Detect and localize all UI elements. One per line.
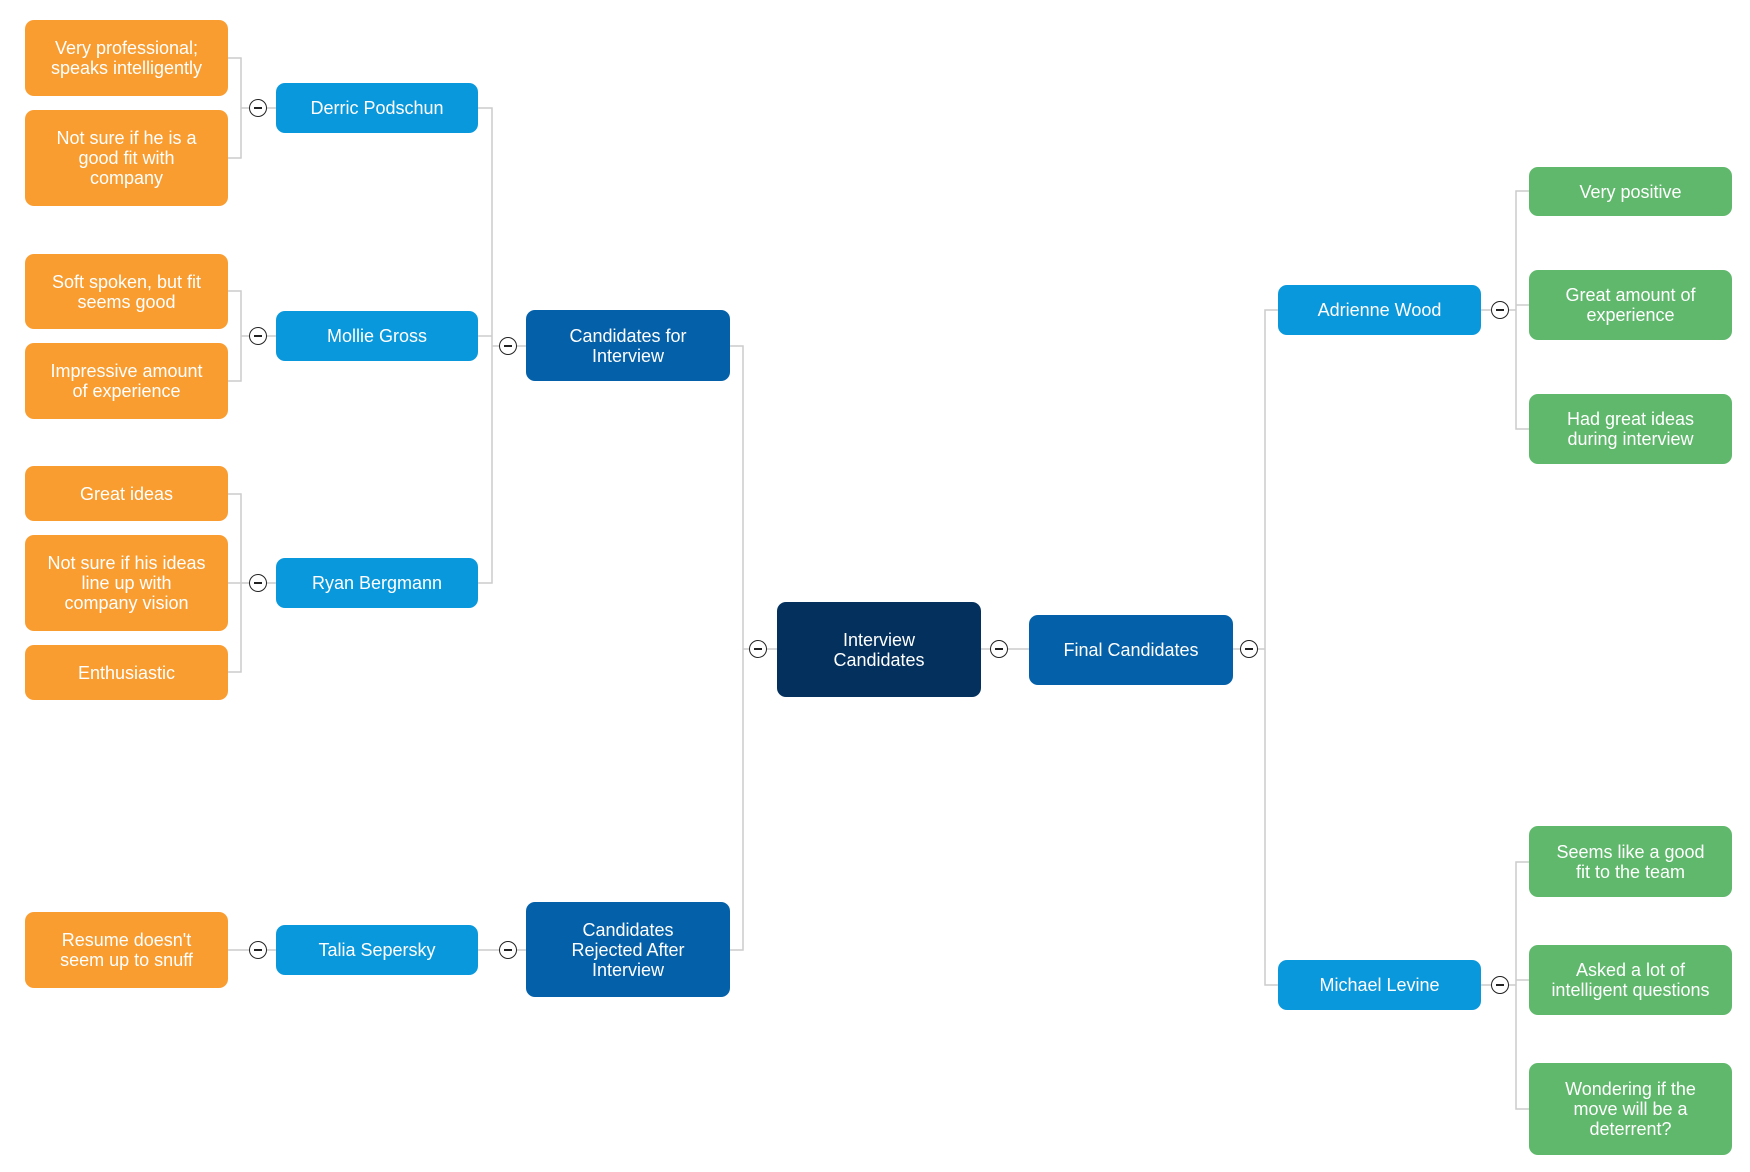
note-adrienne-2[interactable]: Great amount of experience	[1529, 270, 1732, 340]
note-mollie-1[interactable]: Soft spoken, but fit seems good	[25, 254, 228, 329]
root-interview-candidates[interactable]: Interview Candidates	[777, 602, 981, 697]
collapse-minus-icon-root-right[interactable]	[990, 640, 1008, 658]
note-derric-2[interactable]: Not sure if he is a good fit with compan…	[25, 110, 228, 206]
collapse-minus-icon-derric[interactable]	[249, 99, 267, 117]
person-derric-podschun[interactable]: Derric Podschun	[276, 83, 478, 133]
note-michael-1[interactable]: Seems like a good fit to the team	[1529, 826, 1732, 897]
person-michael-levine[interactable]: Michael Levine	[1278, 960, 1481, 1010]
person-mollie-gross[interactable]: Mollie Gross	[276, 311, 478, 361]
note-mollie-2[interactable]: Impressive amount of experience	[25, 343, 228, 419]
note-michael-2[interactable]: Asked a lot of intelligent questions	[1529, 945, 1732, 1015]
collapse-minus-icon-ryan[interactable]	[249, 574, 267, 592]
person-ryan-bergmann[interactable]: Ryan Bergmann	[276, 558, 478, 608]
note-michael-3[interactable]: Wondering if the move will be a deterren…	[1529, 1063, 1732, 1155]
collapse-minus-icon-talia[interactable]	[249, 941, 267, 959]
note-ryan-3[interactable]: Enthusiastic	[25, 645, 228, 700]
note-ryan-1[interactable]: Great ideas	[25, 466, 228, 521]
person-adrienne-wood[interactable]: Adrienne Wood	[1278, 285, 1481, 335]
group-candidates-rejected[interactable]: Candidates Rejected After Interview	[526, 902, 730, 997]
group-final-candidates[interactable]: Final Candidates	[1029, 615, 1233, 685]
collapse-minus-icon-candidates-rejected[interactable]	[499, 941, 517, 959]
note-adrienne-3[interactable]: Had great ideas during interview	[1529, 394, 1732, 464]
collapse-minus-icon-final-candidates[interactable]	[1240, 640, 1258, 658]
collapse-minus-icon-adrienne[interactable]	[1491, 301, 1509, 319]
collapse-minus-icon-root-left[interactable]	[749, 640, 767, 658]
group-candidates-for-interview[interactable]: Candidates for Interview	[526, 310, 730, 381]
collapse-minus-icon-mollie[interactable]	[249, 327, 267, 345]
note-derric-1[interactable]: Very professional; speaks intelligently	[25, 20, 228, 96]
collapse-minus-icon-michael[interactable]	[1491, 976, 1509, 994]
note-adrienne-1[interactable]: Very positive	[1529, 167, 1732, 216]
note-talia-1[interactable]: Resume doesn't seem up to snuff	[25, 912, 228, 988]
person-talia-sepersky[interactable]: Talia Sepersky	[276, 925, 478, 975]
note-ryan-2[interactable]: Not sure if his ideas line up with compa…	[25, 535, 228, 631]
collapse-minus-icon-candidates-for-interview[interactable]	[499, 337, 517, 355]
